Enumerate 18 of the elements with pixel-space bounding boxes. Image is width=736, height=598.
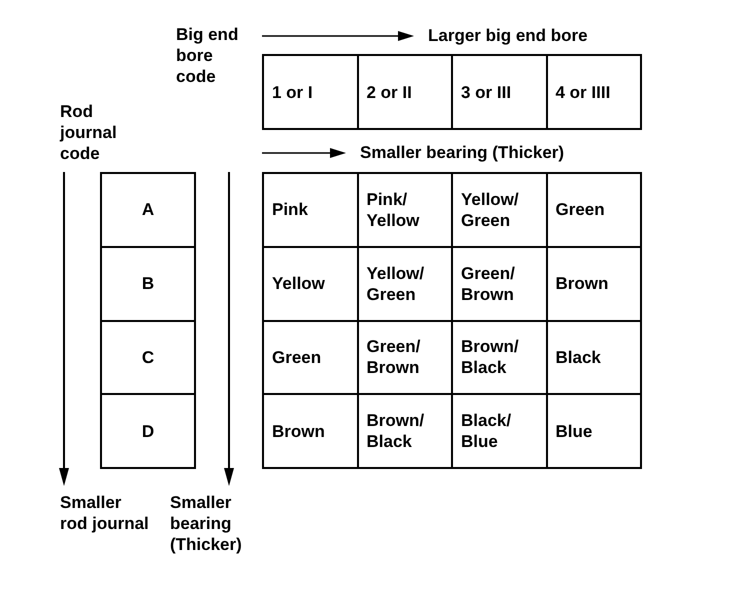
code-cell: 4 or IIII <box>546 54 642 130</box>
color-cell: Green <box>546 172 642 248</box>
code-cell: C <box>100 320 196 396</box>
direction-label: Smaller bearing (Thicker) <box>170 492 243 555</box>
direction-label: Larger big end bore <box>428 25 589 46</box>
direction-label: Smaller bearing (Thicker) <box>360 142 566 163</box>
code-cell: 3 or III <box>451 54 548 130</box>
axis-title: Rod journal code <box>60 101 118 164</box>
color-cell: Brown <box>262 393 358 469</box>
code-cell: 2 or II <box>356 54 453 130</box>
code-cell: D <box>100 393 196 469</box>
color-cell: Blue <box>546 393 642 469</box>
color-cell: Pink <box>262 172 358 248</box>
code-cell: A <box>100 172 196 248</box>
code-cell: B <box>100 246 196 322</box>
direction-label: Smaller rod journal <box>60 492 150 534</box>
code-cell: 1 or I <box>262 54 358 130</box>
axis-title: Big end bore code <box>176 24 240 87</box>
